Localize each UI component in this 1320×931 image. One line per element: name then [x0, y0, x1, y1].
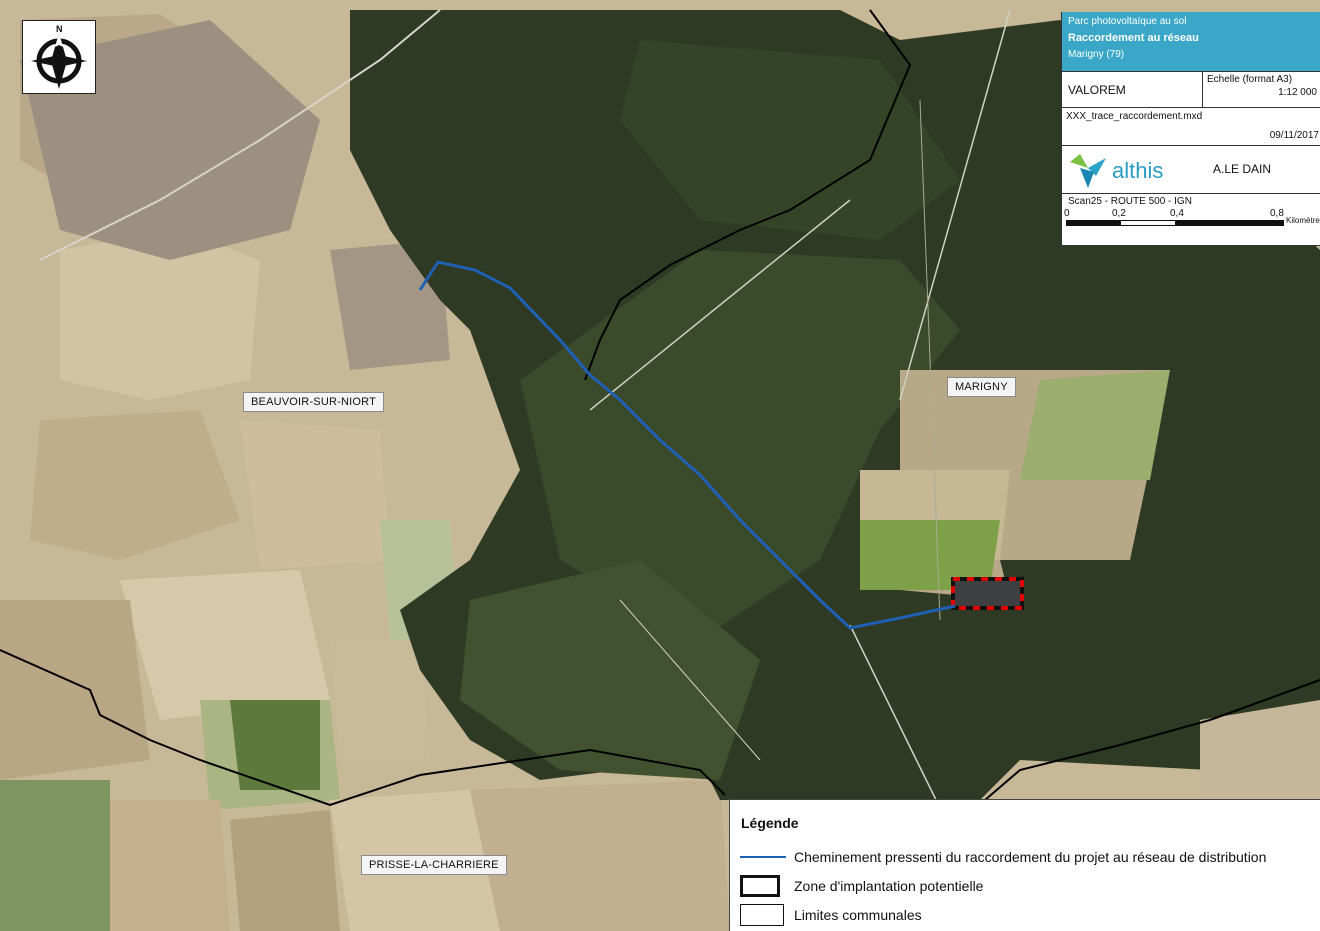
file-name: XXX_trace_raccordement.mxd — [1066, 111, 1203, 122]
route-line-symbol — [740, 856, 786, 858]
file-row: XXX_trace_raccordement.mxd 09/11/2017 — [1062, 108, 1320, 146]
place-label-marigny: MARIGNY — [947, 377, 1016, 397]
legend-zone-label: Zone d'implantation potentielle — [794, 878, 984, 894]
scale-tick-04: 0,4 — [1170, 208, 1184, 219]
title-block: Parc photovoltaïque au sol Raccordement … — [1061, 12, 1320, 246]
north-arrow-icon: N — [22, 20, 96, 94]
title-header: Parc photovoltaïque au sol Raccordement … — [1062, 12, 1320, 72]
map-title: Raccordement au réseau — [1068, 32, 1199, 44]
scale-tick-08: 0,8 — [1270, 208, 1284, 219]
scale-bar — [1066, 220, 1284, 226]
place-label-beauvoir: BEAUVOIR-SUR-NIORT — [243, 392, 385, 412]
althis-bird-logo — [1070, 154, 1106, 188]
scale-cell: Echelle (format A3) 1:12 000 — [1202, 72, 1320, 107]
place-label-prisse: PRISSE-LA-CHARRIERE — [361, 855, 507, 875]
legend-title: Légende — [741, 815, 799, 831]
scale-tick-02: 0,2 — [1112, 208, 1126, 219]
legend-route-label: Cheminement pressenti du raccordement du… — [794, 849, 1267, 865]
author-name: A.LE DAIN — [1213, 162, 1272, 176]
zone-symbol — [740, 875, 780, 897]
client-name: VALOREM — [1068, 83, 1126, 97]
company-row: althis A.LE DAIN — [1062, 146, 1320, 194]
client-row: VALOREM Echelle (format A3) 1:12 000 — [1062, 72, 1320, 108]
legend-panel: Légende Cheminement pressenti du raccord… — [729, 799, 1320, 931]
project-type: Parc photovoltaïque au sol — [1068, 16, 1187, 27]
limit-symbol — [740, 904, 784, 926]
data-source: Scan25 - ROUTE 500 - IGN — [1068, 196, 1192, 207]
company-name: althis — [1112, 158, 1164, 183]
scale-bar-section: Scan25 - ROUTE 500 - IGN 0 0,2 0,4 0,8 K… — [1062, 194, 1320, 244]
scale-unit: Kilomètres — [1286, 216, 1320, 225]
scale-label: Echelle (format A3) — [1207, 74, 1293, 85]
legend-limits-label: Limites communales — [794, 907, 922, 923]
svg-text:N: N — [56, 24, 63, 34]
map-date: 09/11/2017 — [1269, 130, 1319, 141]
location: Marigny (79) — [1068, 49, 1125, 60]
scale-tick-0: 0 — [1064, 208, 1070, 219]
scale-value: 1:12 000 — [1278, 87, 1317, 98]
